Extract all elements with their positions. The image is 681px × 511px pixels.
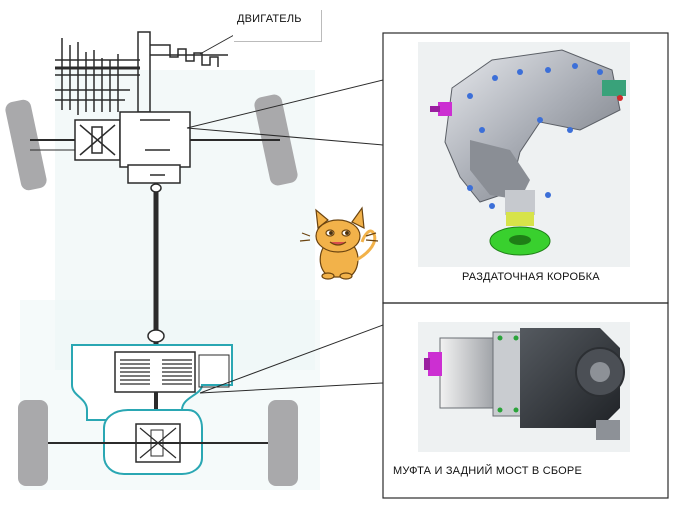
callout-line-axle-top xyxy=(199,324,384,394)
cartoon-cat-icon xyxy=(299,206,379,280)
propeller-shaft xyxy=(147,183,165,350)
coupling-axle-photo xyxy=(418,322,630,452)
front-differential xyxy=(74,119,121,161)
callout-line-transfer-top xyxy=(186,79,384,129)
rear-wheel-right xyxy=(268,400,298,486)
callout-line-axle-bottom xyxy=(199,382,384,394)
transfer-case-schematic xyxy=(119,111,191,184)
callout-line-transfer-bottom xyxy=(186,127,384,146)
coupling-axle-frame xyxy=(382,302,669,499)
transfer-case-photo xyxy=(418,42,630,267)
rear-wheel-left xyxy=(18,400,48,486)
gearbox xyxy=(55,31,228,115)
coupling-rear-axle-label: МУФТА И ЗАДНИЙ МОСТ В СБОРЕ xyxy=(393,465,582,477)
transfer-case-label: РАЗДАТОЧНАЯ КОРОБКА xyxy=(462,271,600,283)
front-wheel-left xyxy=(5,99,47,191)
engine-label: ДВИГАТЕЛЬ xyxy=(233,9,321,41)
